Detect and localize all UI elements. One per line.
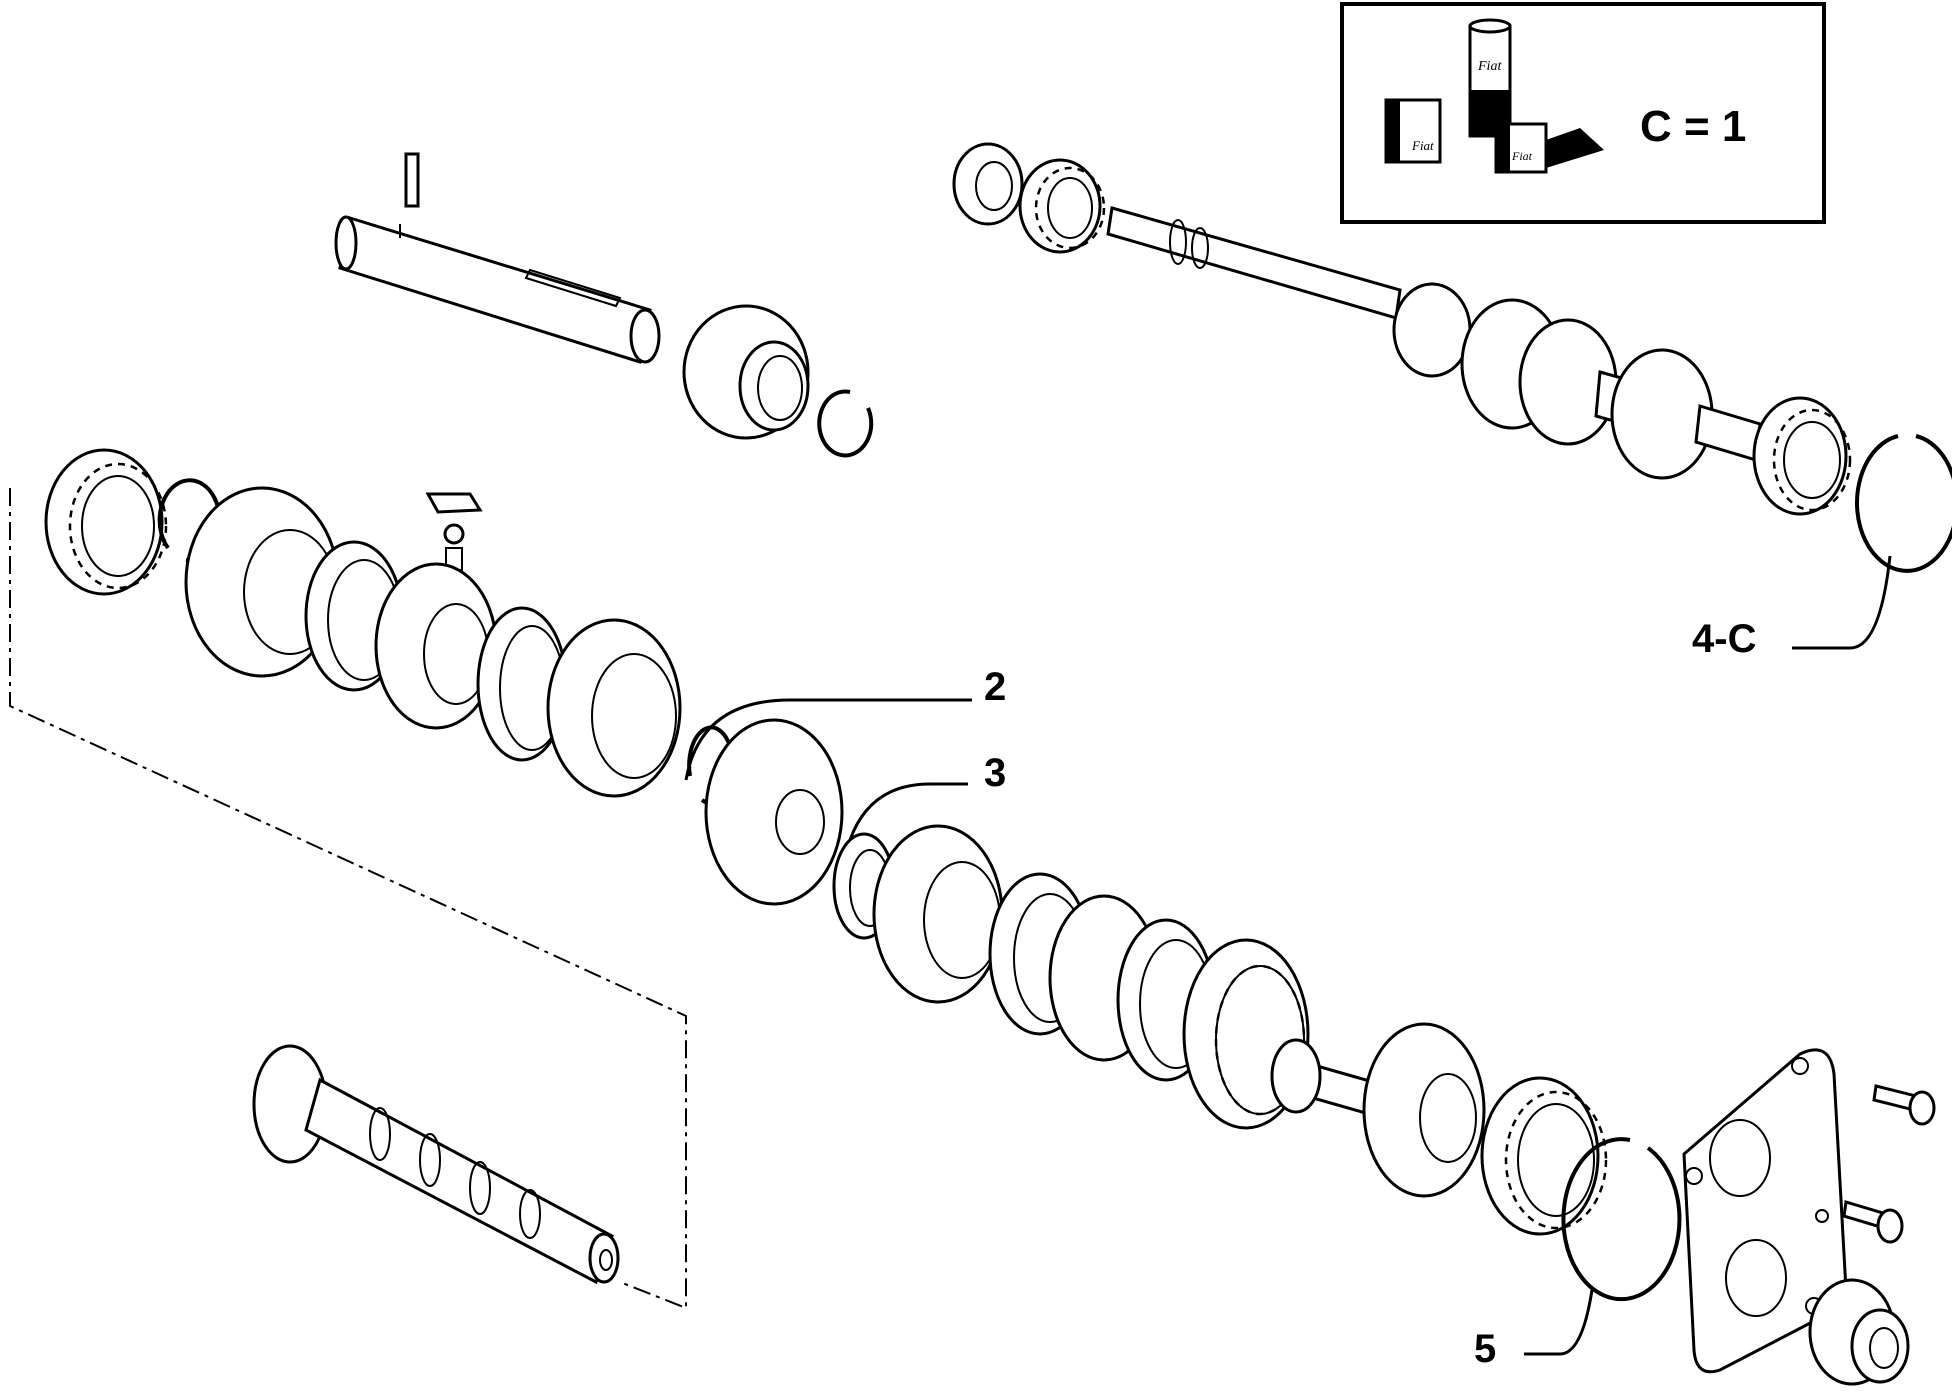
input-shaft-gears bbox=[1392, 282, 1762, 480]
speedometer-drive-gear bbox=[1808, 1278, 1910, 1386]
bearing-retaining-plate bbox=[1682, 1048, 1848, 1374]
input-shaft-rear-bearing bbox=[1752, 396, 1852, 516]
fifth-speed-gear bbox=[1362, 1022, 1486, 1198]
callout-2-label: 2 bbox=[984, 665, 1006, 709]
output-shaft-rear-bearing bbox=[1480, 1076, 1608, 1236]
synchro-ring-2 bbox=[476, 606, 568, 762]
input-shaft-front-bearing bbox=[952, 142, 1024, 226]
retaining-screw-1 bbox=[1872, 1084, 1936, 1126]
third-speed-gear bbox=[704, 718, 844, 906]
reverse-idler-gear bbox=[682, 304, 810, 440]
callout-2: 2 bbox=[684, 665, 1006, 781]
inset-legend-box: Fiat Fiat Fiat C = 1 bbox=[1340, 2, 1826, 224]
pinion-shaft bbox=[252, 1044, 620, 1285]
input-shaft bbox=[1106, 206, 1402, 320]
callout-3: 3 bbox=[848, 751, 1006, 841]
input-shaft-bearing bbox=[1018, 158, 1106, 254]
lubricant-containers-icon: Fiat Fiat Fiat bbox=[1384, 18, 1604, 174]
callout-3-label: 3 bbox=[984, 751, 1006, 795]
callout-5: 5 bbox=[1474, 1289, 1594, 1371]
logo-fiat-1: Fiat bbox=[1411, 138, 1434, 153]
inset-legend-text: C = 1 bbox=[1640, 102, 1746, 151]
callout-5-label: 5 bbox=[1474, 1327, 1496, 1371]
retaining-screw-2 bbox=[1842, 1200, 1904, 1244]
part-4c-snap-ring bbox=[1855, 434, 1952, 573]
grouping-bracket bbox=[9, 488, 687, 1310]
fourth-speed-gear bbox=[872, 824, 1004, 1004]
part-5-snap-ring bbox=[1561, 1137, 1682, 1302]
second-speed-gear bbox=[546, 618, 682, 798]
callout-4c-label: 4-C bbox=[1692, 617, 1756, 661]
selector-shaft bbox=[334, 152, 661, 364]
detent-plunger bbox=[425, 492, 483, 571]
output-shaft-front-bearing bbox=[44, 448, 168, 596]
callout-4c: 4-C bbox=[1692, 555, 1892, 661]
logo-fiat-2: Fiat bbox=[1477, 59, 1502, 74]
logo-fiat-3: Fiat bbox=[1511, 149, 1533, 163]
idler-snap-ring bbox=[817, 389, 874, 458]
